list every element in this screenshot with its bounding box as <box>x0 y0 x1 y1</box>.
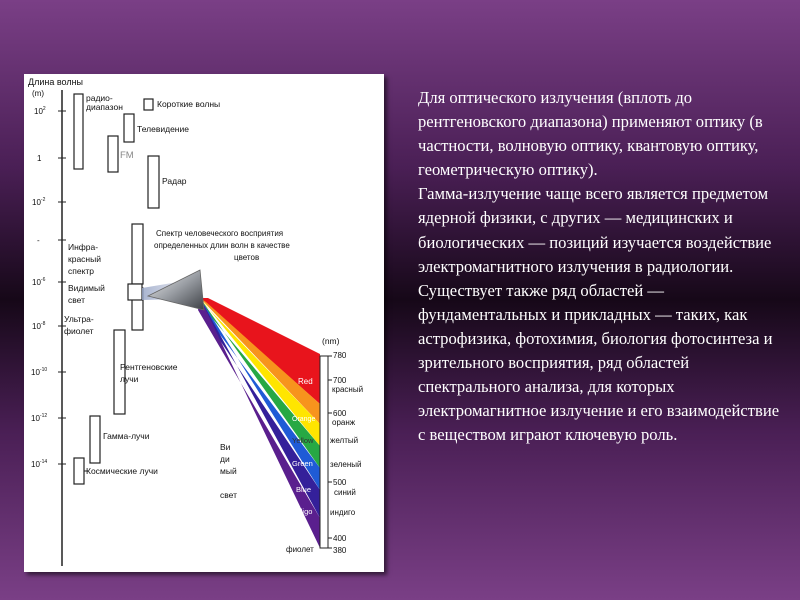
prism <box>146 269 205 311</box>
nm-color-green: зеленый <box>330 460 362 469</box>
axis-title: Длина волны <box>28 77 83 87</box>
paragraph-fields: Существует также ряд областей — фундамен… <box>418 280 780 445</box>
nm-color-orange: оранж <box>332 418 356 427</box>
rainbow-band-violet <box>198 298 320 548</box>
paragraph-optics: Для оптического излучения (вплоть до рен… <box>418 88 763 180</box>
nm-color-yellow: желтый <box>330 436 358 445</box>
tick-label: 10-14 <box>31 459 47 469</box>
spectrum-note-line-1: Спектр человеческого восприятия <box>156 229 283 238</box>
rainbow-band-orange <box>200 298 320 424</box>
rainbow-band-yellow <box>200 298 320 446</box>
tick-label: 10-6 <box>32 277 46 287</box>
uv-label-1: Ультра- <box>64 314 94 324</box>
tick-label: 1 <box>37 154 42 163</box>
radio-label-1: радио- <box>86 93 113 103</box>
nm-tick-label: 780 <box>333 351 347 360</box>
radio-band-bar <box>73 93 84 170</box>
cosmic-bar <box>73 457 85 485</box>
nm-scale-bar <box>319 355 329 549</box>
cosmic-label: Космические лучи <box>86 466 158 476</box>
spectrum-note-line-2: определенных длин волн в качестве <box>154 241 290 250</box>
xray-label-1: Рентгеновские <box>120 362 178 372</box>
fm-bar <box>107 135 119 173</box>
rainbow-band-green <box>200 298 320 468</box>
infrared-label-2: красный <box>68 254 101 264</box>
color-name-violet: Violet <box>292 534 312 543</box>
tick-label: 102 <box>34 106 46 116</box>
spectrum-diagram: Длина волны (m) 102 1 10-2 - 10-6 10-8 1… <box>24 74 384 572</box>
xray-label-2: лучи <box>120 374 139 384</box>
nm-tick-label: 700 <box>333 376 347 385</box>
uv-label-2: фиолет <box>64 326 94 336</box>
fm-label: FM <box>120 150 134 161</box>
visible-label-1: Видимый <box>68 283 105 293</box>
television-bar <box>123 113 135 143</box>
visible-word-2: ди <box>220 454 230 464</box>
spectrum-svg: Длина волны (m) 102 1 10-2 - 10-6 10-8 1… <box>28 77 363 566</box>
visible-light-bar <box>127 283 143 301</box>
television-label: Телевидение <box>137 124 189 134</box>
visible-word-4: свет <box>220 490 237 500</box>
color-name-indigo: Indigo <box>292 507 312 516</box>
paragraph-gamma: Гамма-излучение чаще всего является пред… <box>418 184 772 276</box>
rainbow-band-indigo <box>199 298 320 518</box>
infrared-label-1: Инфра- <box>68 242 98 252</box>
tick-label: 10-10 <box>31 367 47 377</box>
tick-label: 10-2 <box>32 197 46 207</box>
visible-label-2: свет <box>68 295 85 305</box>
xray-bar <box>113 329 126 415</box>
nm-tick-label: 600 <box>333 409 347 418</box>
color-name-orange: Orange <box>292 416 315 423</box>
spectrum-note-line-3: цветов <box>234 253 259 262</box>
radar-bar <box>147 155 160 209</box>
nm-unit: (nm) <box>322 336 340 346</box>
nm-tick-label: 400 <box>333 534 347 543</box>
tick-label: - <box>37 236 40 245</box>
nm-color-blue: синий <box>334 488 356 497</box>
radar-label: Радар <box>162 176 187 186</box>
nm-color-red: красный <box>332 385 363 394</box>
tick-label: 10-12 <box>31 413 47 423</box>
nm-color-violet: фиолет <box>286 545 314 554</box>
gamma-bar <box>89 415 101 464</box>
visible-word-1: Ви <box>220 442 231 452</box>
color-name-blue: Blue <box>296 485 311 494</box>
short-waves-label: Короткие волны <box>157 99 220 109</box>
radio-label-2: диапазон <box>86 102 123 112</box>
tick-label: 10-8 <box>32 321 46 331</box>
rainbow-band-blue <box>200 298 320 490</box>
nm-tick-label: 380 <box>333 546 347 555</box>
axis-ticks <box>58 110 66 465</box>
color-name-green: Green <box>292 459 313 468</box>
visible-word-3: мый <box>220 466 237 476</box>
infrared-label-3: спектр <box>68 266 94 276</box>
color-name-red: Red <box>298 377 313 386</box>
text-panel: Для оптического излучения (вплоть до рен… <box>418 86 780 447</box>
gamma-label: Гамма-лучи <box>103 431 150 441</box>
nm-tick-label: 500 <box>333 478 347 487</box>
axis-unit: (m) <box>32 89 44 98</box>
color-name-yellow: Yellow <box>292 436 314 445</box>
short-waves-bar <box>143 98 154 111</box>
rainbow-fan <box>198 298 320 548</box>
nm-color-indigo: индиго <box>330 508 356 517</box>
infrared-bar <box>131 223 144 285</box>
